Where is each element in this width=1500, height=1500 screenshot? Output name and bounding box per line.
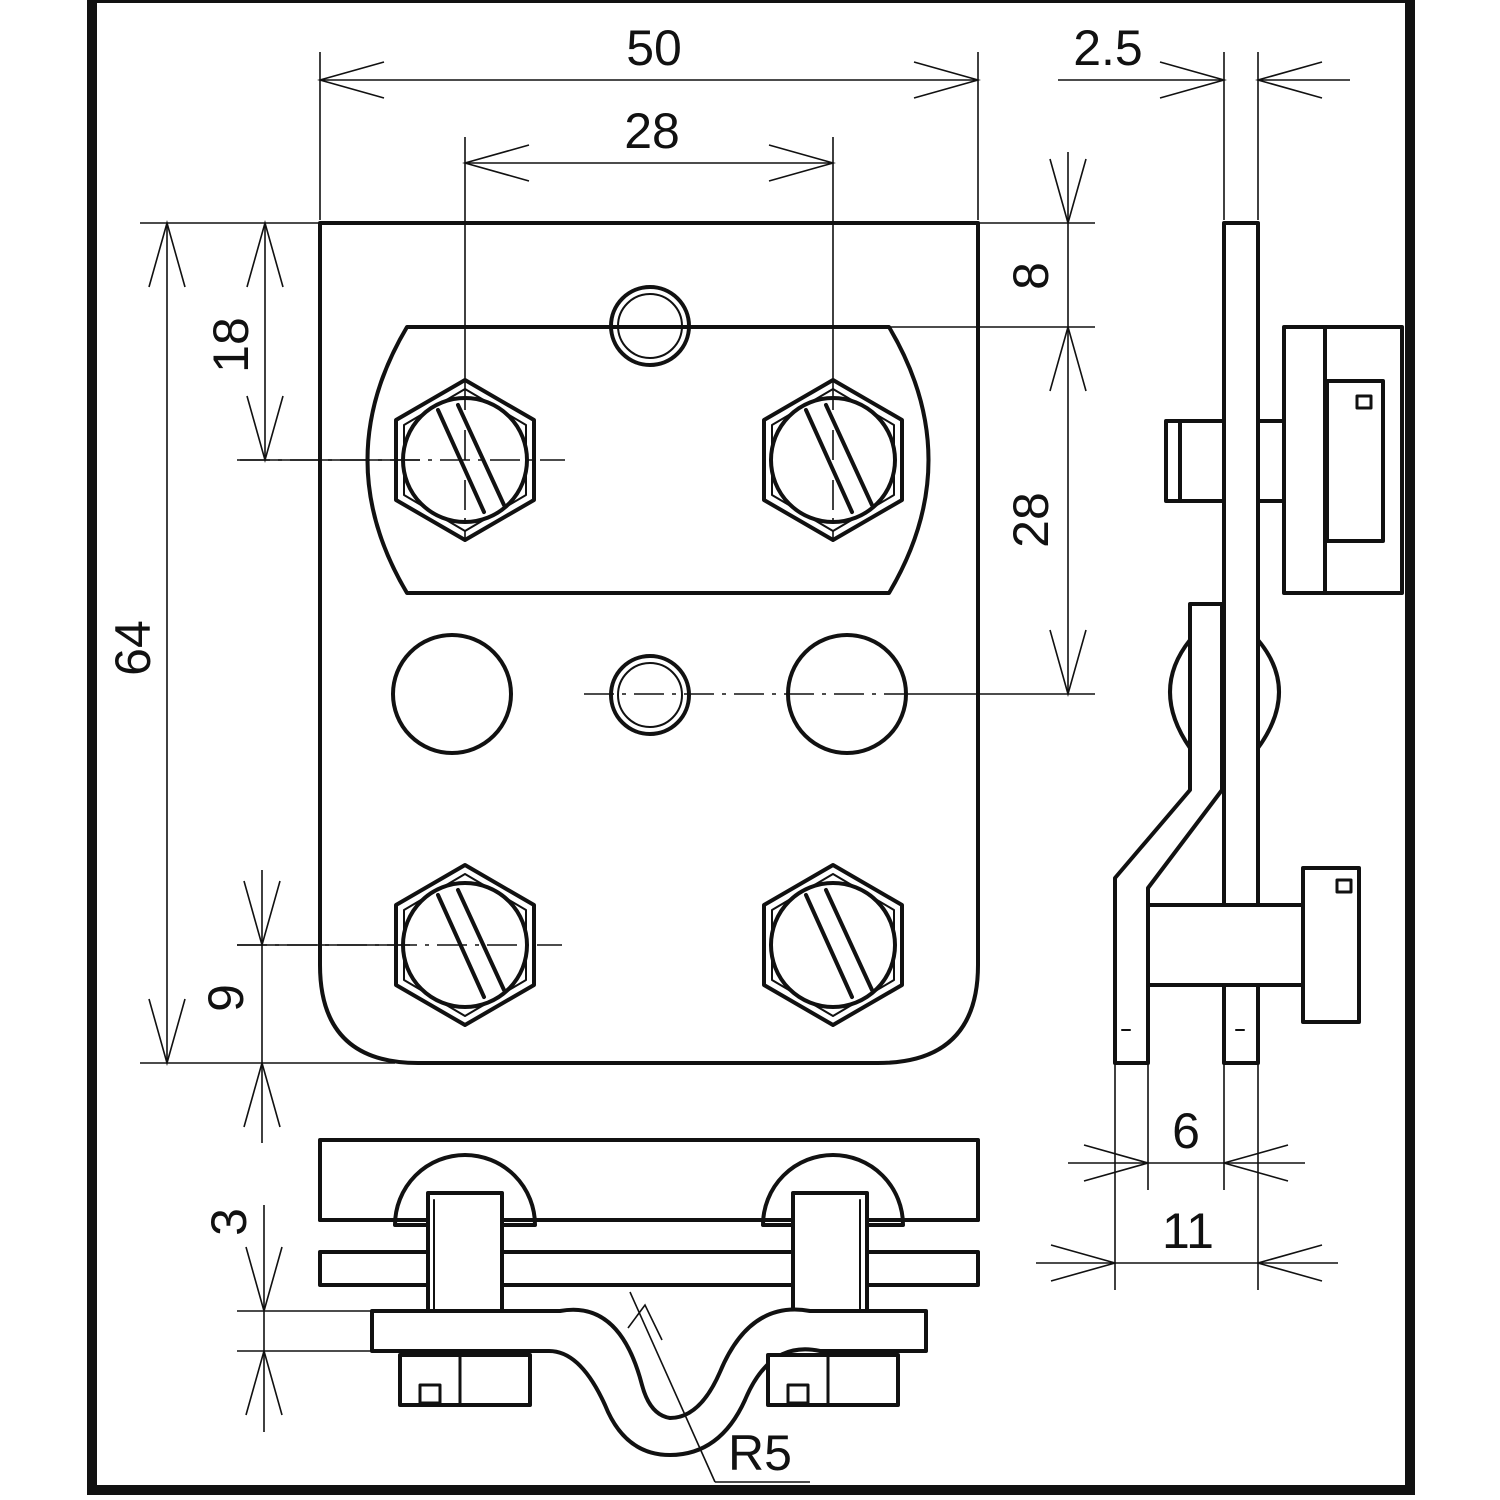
bottom-strip	[370, 1307, 928, 1457]
dim-gap: 6	[1172, 1103, 1200, 1159]
side-bolt-bottom	[1146, 903, 1305, 987]
dim-height-overall: 64	[105, 620, 161, 676]
bottom-plate-bottom	[318, 1250, 980, 1287]
dim-strip: 3	[201, 1208, 257, 1236]
center-rivet-hole	[609, 654, 691, 736]
dim-width-overall: 50	[626, 20, 682, 76]
dim-bolt-spacing: 28	[624, 103, 680, 159]
dim-plate-thickness: 2.5	[1073, 20, 1143, 76]
dimension-lines	[140, 52, 1350, 1483]
bottom-view	[318, 1138, 980, 1457]
left-hole	[391, 633, 513, 755]
dim-hole-to-center: 28	[1003, 492, 1059, 548]
front-view	[237, 221, 980, 1065]
dim-depth: 11	[1162, 1203, 1214, 1259]
dim-bottom-bolt: 9	[198, 984, 254, 1012]
dim-top-to-bolt: 18	[203, 317, 259, 373]
top-rivet-hole	[609, 285, 691, 367]
dimension-labels: 50 28 2.5 8 28 64 18 9 3 6 11 R5	[105, 20, 1214, 1481]
dim-top-to-hole: 8	[1003, 262, 1059, 290]
clamp-plate	[365, 325, 931, 595]
dim-radius: R5	[728, 1425, 792, 1481]
side-view	[1113, 221, 1404, 1065]
